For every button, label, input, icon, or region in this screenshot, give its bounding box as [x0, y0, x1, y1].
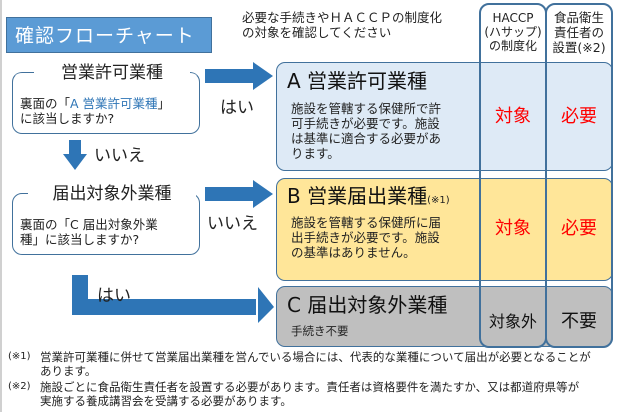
- category-b-heading: B 営業届出業種(※1): [287, 184, 450, 208]
- arrow-right-icon: [205, 62, 273, 90]
- desc-line: の基準はありません。: [291, 245, 416, 260]
- category-c-box: C 届出対象外業種 手続き不要: [276, 286, 613, 347]
- question-2-text: 裏面の「C 届出対象外業 種」に該当しますか?: [20, 217, 158, 247]
- question-1-title: 営業許可業種: [34, 63, 190, 83]
- category-c-title: C 届出対象外業種: [287, 293, 448, 317]
- header-line: 設置(※2): [552, 40, 606, 55]
- desc-line: 出手続きが必要です。施設: [291, 230, 440, 245]
- footnote-2-mark: (※2): [8, 381, 31, 392]
- category-b-haccp-value: 対象: [495, 218, 531, 239]
- footnotes: (※1) 営業許可業種に併せて営業届出業種を営んでいる場合には、代表的な業種につ…: [8, 350, 618, 408]
- category-c-description: 手続き不要: [291, 324, 349, 338]
- q2-yes-label: はい: [97, 286, 131, 306]
- footnote-1-line-2: あります。: [40, 364, 97, 378]
- q1-text-line-2: に該当しますか?: [20, 111, 115, 126]
- category-a-box: A 営業許可業種 施設を管轄する保健所で許 可手続きが必要です。施設 は基準に適…: [276, 62, 613, 171]
- category-b-description: 施設を管轄する保健所に届 出手続きが必要です。施設 の基準はありません。: [291, 215, 441, 260]
- header-line: の制度化: [488, 39, 537, 53]
- category-b-box: B 営業届出業種(※1) 施設を管轄する保健所に届 出手続きが必要です。施設 の…: [276, 178, 613, 281]
- header-line: 責任者の: [553, 25, 604, 40]
- category-a-description: 施設を管轄する保健所で許 可手続きが必要です。施設 は基準に適合する必要があ り…: [291, 101, 441, 161]
- haccp-column-header: HACCP (ハサップ) の制度化: [481, 11, 545, 53]
- desc-line: 施設を管轄する保健所で許: [291, 101, 442, 116]
- hygiene-manager-column-header: 食品衛生 責任者の 設置(※2): [547, 10, 611, 55]
- category-b-title: B 営業届出業種: [287, 184, 428, 208]
- category-c-haccp-value: 対象外: [488, 312, 537, 331]
- desc-line: ります。: [291, 146, 340, 161]
- q2-no-label: いいえ: [207, 214, 258, 234]
- category-a-haccp-value: 対象: [495, 106, 531, 127]
- footnote-2-line-2: 実施する養成講習会を受講する必要があります。: [40, 394, 292, 408]
- q1-text-post: 」: [157, 96, 171, 111]
- desc-line: 可手続きが必要です。施設: [291, 116, 440, 131]
- question-2-title: 届出対象外業種: [28, 184, 196, 204]
- haccp-column: HACCP (ハサップ) の制度化: [479, 3, 547, 348]
- q2-text-line-2: 種」に該当しますか?: [20, 232, 140, 247]
- header-line: (ハサップ): [484, 25, 542, 39]
- footnote-1-line-1: 営業許可業種に併せて営業届出業種を営んでいる場合には、代表的な業種について届出が…: [40, 350, 591, 364]
- category-a-title: A 営業許可業種: [287, 69, 428, 93]
- instruction-text: 必要な手続きやＨＡＣＣＰの制度化 の対象を確認してください: [242, 10, 482, 40]
- question-1-text: 裏面の「A 営業許可業種」 に該当しますか?: [20, 96, 170, 126]
- header-line: HACCP: [492, 11, 534, 25]
- arrow-down-icon: [63, 140, 87, 170]
- footnote-2: (※2) 施設ごとに食品衛生責任者を設置する必要があります。責任者は資格要件を満…: [8, 380, 618, 408]
- arrow-right-icon: [205, 180, 273, 208]
- category-b-hygiene-value: 必要: [561, 218, 597, 239]
- q1-text-pre: 裏面の「: [20, 96, 71, 111]
- header-line: 食品衛生: [553, 10, 604, 25]
- footnote-ref-1: (※1): [427, 195, 450, 206]
- category-a-hygiene-value: 必要: [561, 106, 597, 127]
- desc-line: 施設を管轄する保健所に届: [291, 215, 442, 230]
- instruction-line-2: の対象を確認してください: [242, 25, 392, 40]
- q2-text-line-1: 裏面の「C 届出対象外業: [20, 217, 158, 232]
- q1-no-label: いいえ: [94, 146, 145, 166]
- footnote-1-mark: (※1): [8, 351, 31, 362]
- footnote-2-line-1: 施設ごとに食品衛生責任者を設置する必要があります。責任者は資格要件を満たすか、又…: [40, 380, 580, 394]
- hygiene-manager-column: 食品衛生 責任者の 設置(※2): [545, 3, 613, 348]
- q1-text-highlight: A 営業許可業種: [70, 96, 158, 111]
- arrow-elbow-right-icon: [72, 275, 274, 323]
- desc-line: は基準に適合する必要があ: [291, 131, 442, 146]
- instruction-line-1: 必要な手続きやＨＡＣＣＰの制度化: [242, 10, 443, 25]
- category-c-hygiene-value: 不要: [561, 311, 597, 332]
- page-title: 確認フローチャート: [6, 17, 212, 53]
- q1-yes-label: はい: [220, 98, 254, 118]
- footnote-1: (※1) 営業許可業種に併せて営業届出業種を営んでいる場合には、代表的な業種につ…: [8, 350, 618, 378]
- left-border: [0, 0, 2, 412]
